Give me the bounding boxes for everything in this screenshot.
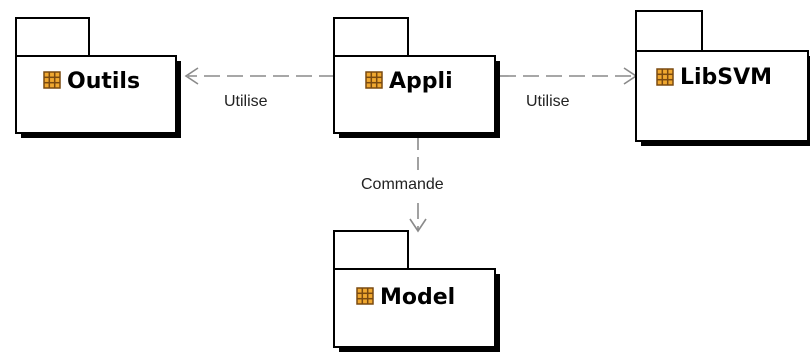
package-tab [333, 17, 409, 57]
dependency-appli-model[interactable]: Commande [355, 134, 475, 233]
package-body [333, 268, 496, 348]
dependency-appli-libsvm[interactable]: Utilise [500, 67, 638, 110]
package-tab [333, 230, 409, 270]
dependency-label-utilise-libsvm: Utilise [526, 93, 570, 110]
package-grid-icon [356, 287, 374, 305]
package-label-appli: Appli [389, 69, 453, 94]
dependency-label-commande: Commande [361, 176, 444, 193]
package-grid-icon [656, 68, 674, 86]
arrowhead-icon [409, 218, 427, 233]
package-tab [635, 10, 703, 52]
arrowhead-icon [184, 67, 199, 85]
package-model[interactable]: Model [333, 230, 500, 352]
package-appli[interactable]: Appli [333, 17, 500, 138]
package-label-outils: Outils [67, 69, 140, 94]
package-grid-icon [43, 71, 61, 89]
package-grid-icon [365, 71, 383, 89]
package-label-model: Model [380, 285, 455, 310]
package-body [15, 55, 177, 134]
package-body [635, 50, 809, 142]
package-outils[interactable]: Outils [15, 17, 181, 138]
label-background [355, 170, 475, 196]
dependency-appli-outils[interactable]: Utilise [184, 67, 335, 110]
package-libsvm[interactable]: LibSVM [635, 10, 810, 146]
package-body [333, 55, 496, 134]
package-label-libsvm: LibSVM [680, 65, 772, 90]
package-tab [15, 17, 90, 57]
dependency-label-utilise-outils: Utilise [224, 93, 268, 110]
